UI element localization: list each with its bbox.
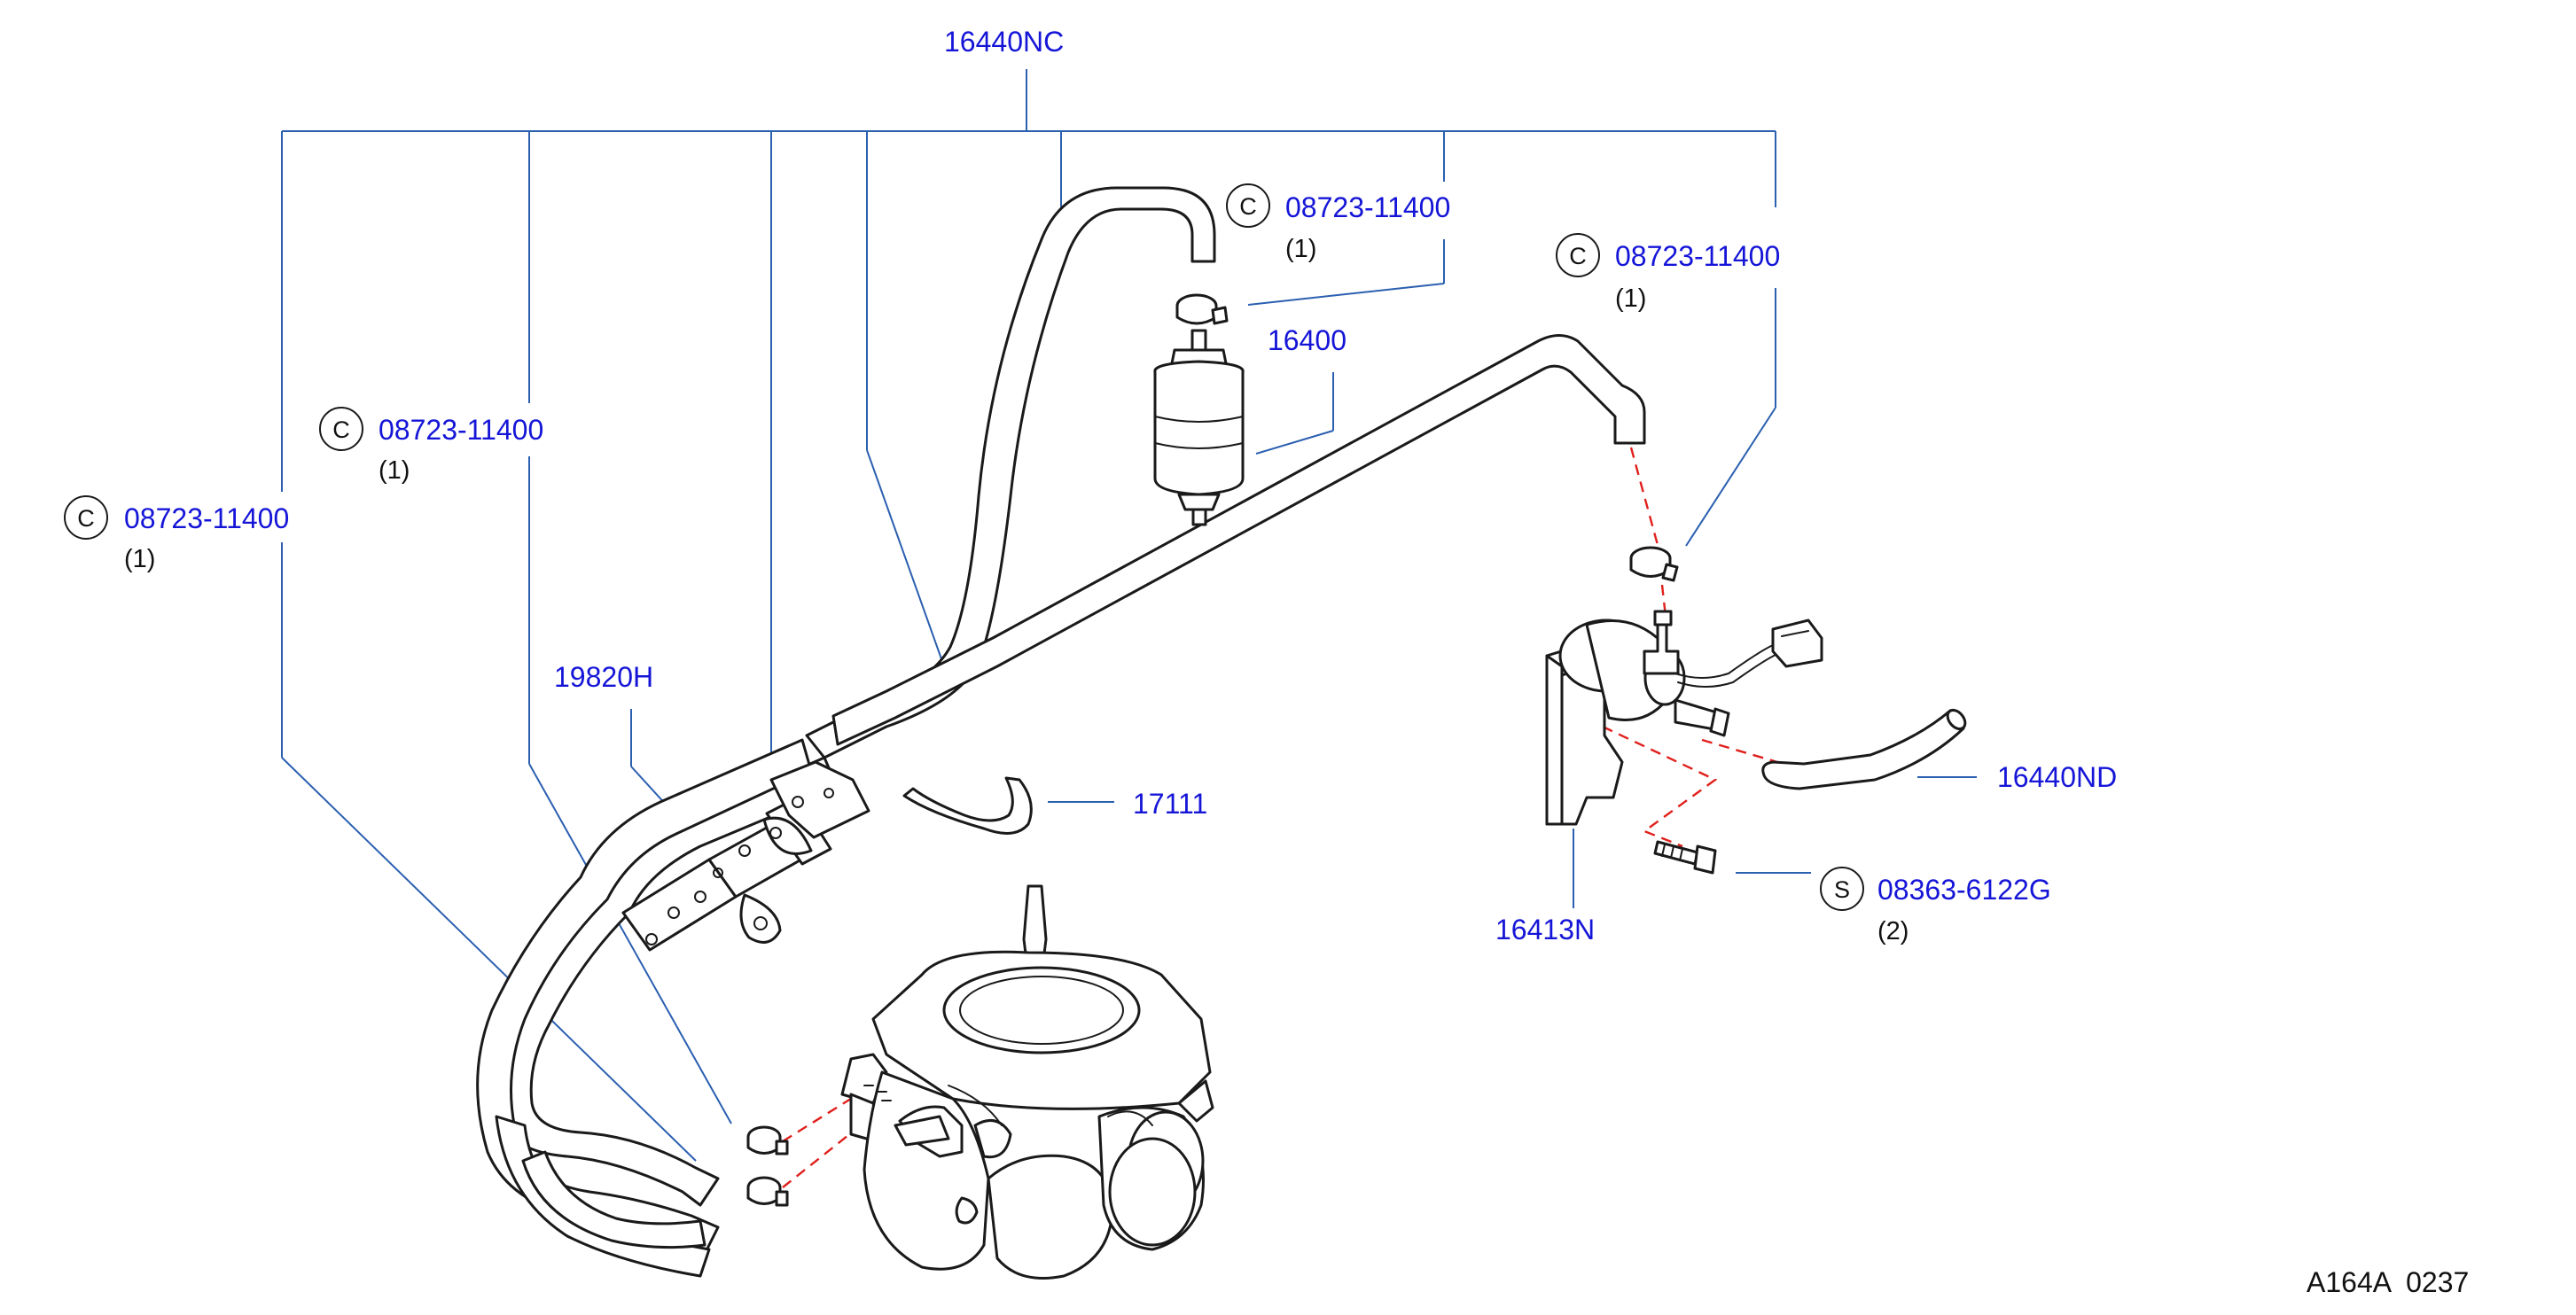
clip-bracket[interactable] (902, 776, 1033, 835)
qty-clamp-top: (1) (1285, 235, 1316, 263)
hose-clamp-upper[interactable] (1175, 293, 1229, 325)
bolt-symbol-circle (1820, 867, 1864, 911)
label-protector[interactable]: 19820H (554, 661, 653, 693)
callout-clamp-far-left[interactable]: C 08723-11400 (1) (64, 495, 289, 573)
throttle-body (840, 884, 1214, 1280)
fuel-filter[interactable] (1153, 329, 1245, 526)
hose-clamp-lower-1[interactable] (746, 1125, 789, 1155)
callout-clamp-right[interactable]: C 08723-11400 (1) (1556, 233, 1780, 313)
qty-clamp-far-left: (1) (124, 545, 155, 573)
qty-bolt: (2) (1877, 917, 1909, 945)
bolt-symbol-letter: S (1834, 876, 1850, 903)
bolt[interactable] (1653, 840, 1717, 875)
label-clamp-right: 08723-11400 (1615, 240, 1780, 272)
label-clamp-mid-left: 08723-11400 (379, 414, 543, 446)
hose-clamp-right[interactable] (1629, 546, 1679, 582)
label-bolt: 08363-6122G (1877, 874, 2051, 906)
label-hose-16440ND[interactable]: 16440ND (1997, 761, 2117, 793)
label-hose-16440NC[interactable]: 16440NC (944, 26, 1064, 58)
diagram-reference-code: A164A 0237 (2307, 1266, 2469, 1298)
callout-bolt[interactable]: S 08363-6122G (2) (1820, 867, 2051, 945)
clamp-symbol-letter: C (77, 505, 95, 532)
qty-clamp-mid-left: (1) (379, 456, 410, 485)
pressure-regulator[interactable] (1558, 610, 1823, 737)
leader-lines (281, 69, 1977, 1162)
qty-clamp-right: (1) (1615, 284, 1646, 313)
label-clip-bracket[interactable]: 17111 (1133, 788, 1207, 820)
clamp-symbol-circle (319, 407, 363, 451)
clamp-symbol-letter: C (1239, 193, 1257, 220)
label-clamp-far-left: 08723-11400 (124, 502, 289, 534)
hose-16440ND[interactable] (1761, 707, 1969, 790)
label-regulator-bracket[interactable]: 16413N (1495, 914, 1595, 945)
callout-clamp-top[interactable]: C 08723-11400 (1) (1226, 183, 1450, 263)
label-fuel-filter[interactable]: 16400 (1268, 324, 1347, 356)
clamp-symbol-letter: C (1569, 243, 1587, 269)
callout-labels: 16440NC C 08723-11400 (1) C 08723-11400 … (64, 26, 2469, 1298)
clamp-symbol-letter: C (332, 416, 350, 443)
clamp-symbol-circle (1226, 183, 1270, 228)
label-clamp-top: 08723-11400 (1285, 191, 1450, 223)
clamp-symbol-circle (1556, 233, 1600, 277)
clamp-symbol-circle (64, 495, 108, 540)
hose-clamp-lower-2[interactable] (746, 1176, 789, 1207)
hose-assembly (476, 186, 1646, 1278)
callout-clamp-mid-left[interactable]: C 08723-11400 (1) (319, 407, 543, 485)
